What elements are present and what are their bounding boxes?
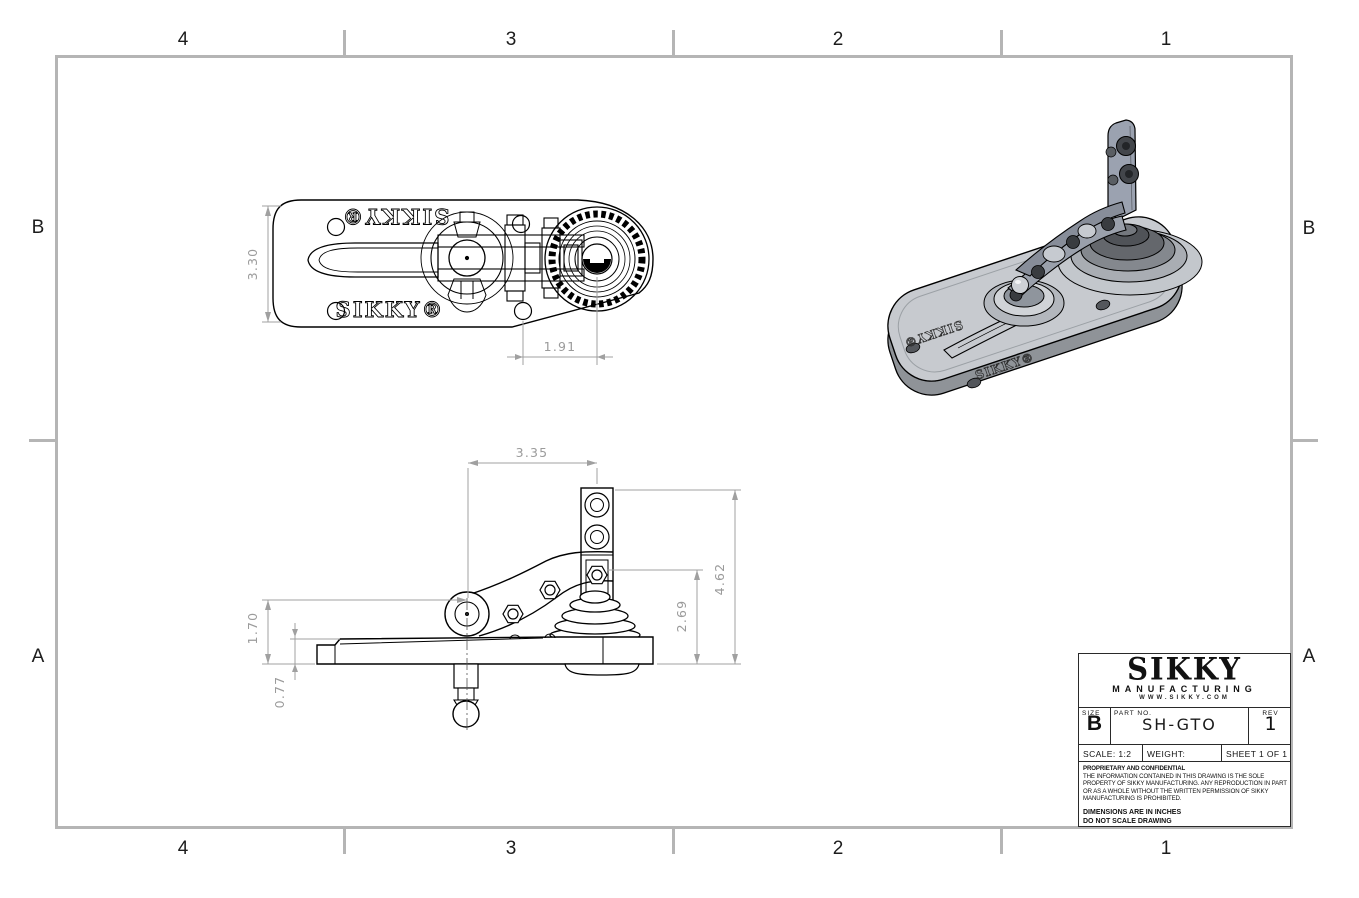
zone-tick — [343, 828, 346, 854]
scale-cell: SCALE: 1:2 — [1079, 745, 1142, 761]
dim-text-plate-thickness: 0.77 — [272, 676, 287, 709]
logo-website: WWW.SIKKY.COM — [1139, 695, 1230, 701]
sheet-cell: SHEET 1 OF 1 — [1221, 745, 1292, 761]
size-cell: SIZE B — [1079, 708, 1110, 744]
dim-text-bolt-height: 2.69 — [674, 600, 689, 633]
dimension-3-30 — [262, 205, 281, 323]
top-nub — [453, 211, 481, 238]
dim-text-overall-height: 4.62 — [712, 563, 727, 596]
dimension-0-77 — [290, 623, 340, 680]
dimension-1-70 — [262, 597, 467, 665]
fork-arm — [307, 242, 439, 278]
part-no-label: PART NO. — [1114, 710, 1152, 717]
base-plate-outline — [272, 199, 654, 328]
size-value: B — [1086, 712, 1103, 735]
linkage-rail — [437, 268, 585, 282]
scale-note: DO NOT SCALE DRAWING — [1083, 817, 1172, 825]
zone-label-top: 2 — [832, 29, 844, 50]
weight-text: WEIGHT: — [1147, 749, 1186, 759]
zone-tick — [343, 30, 346, 56]
rev-value: 1 — [1264, 713, 1277, 735]
title-block: SIKKY MANUFACTURING WWW.SIKKY.COM SIZE B… — [1078, 653, 1291, 827]
dimension-2-69 — [607, 569, 703, 664]
zone-tick — [1000, 828, 1003, 854]
dim-text-plate-width: 3.30 — [245, 248, 260, 281]
zone-tick — [1000, 30, 1003, 56]
logo-subtitle: MANUFACTURING — [1112, 684, 1257, 694]
iso-handle-bracket — [1105, 119, 1139, 220]
plate-engraving-top: SIKKY® — [341, 204, 450, 229]
zone-label-left: B — [31, 217, 45, 238]
zone-label-right: A — [1302, 646, 1316, 667]
zone-label-top: 3 — [505, 29, 517, 50]
iso-nut — [1101, 217, 1115, 231]
proprietary-line: PROPRIETARY AND CONFIDENTIAL — [1083, 765, 1186, 772]
mounting-holes — [326, 214, 533, 321]
title-block-logo: SIKKY MANUFACTURING WWW.SIKKY.COM — [1079, 651, 1290, 707]
hex-bolts — [502, 565, 608, 624]
top-view-part — [272, 199, 654, 328]
zone-label-bottom: 1 — [1160, 838, 1172, 859]
proprietary-line: PROPERTY OF SIKKY MANUFACTURING. ANY REP… — [1083, 780, 1287, 788]
engraved-text-ring — [548, 210, 646, 308]
proprietary-line: MANUFACTURING IS PROHIBITED. — [1083, 795, 1182, 803]
plate-engraving-bottom: SIKKY® — [336, 297, 445, 322]
scale-text: SCALE: 1:2 — [1083, 749, 1132, 759]
size-label: SIZE — [1082, 710, 1101, 717]
zone-label-bottom: 2 — [832, 838, 844, 859]
zone-label-right: B — [1302, 218, 1316, 239]
proprietary-line: THE INFORMATION CONTAINED IN THIS DRAWIN… — [1083, 772, 1265, 780]
ball-stud — [452, 663, 480, 728]
sheet-border — [55, 55, 1293, 829]
zone-label-left: A — [31, 646, 45, 667]
proprietary-line: OR AS A WHOLE WITHOUT THE WRITTEN PERMIS… — [1083, 787, 1269, 795]
rev-label: REV — [1262, 710, 1279, 717]
proprietary-block: PROPRIETARY AND CONFIDENTIAL THE INFORMA… — [1079, 761, 1290, 826]
part-no-cell: PART NO. SH-GTO — [1110, 708, 1248, 744]
bellows-boot — [549, 590, 641, 643]
iso-pivot-ball — [1011, 276, 1029, 294]
zone-tick — [672, 30, 675, 56]
part-no-value: SH-GTO — [1142, 715, 1217, 734]
weight-cell: WEIGHT: — [1142, 745, 1221, 761]
isometric-view-drawing: SIKKY® SIKKY® — [887, 119, 1203, 396]
rev-cell: REV 1 — [1248, 708, 1292, 744]
units-note: DIMENSIONS ARE IN INCHES — [1083, 808, 1182, 816]
top-view-drawing: SIKKY® SIKKY® 3.30 1.91 — [245, 199, 654, 365]
bottom-fork — [447, 278, 487, 313]
base-plate-profile — [316, 633, 654, 676]
side-view-drawing: 3.35 1.70 0.77 2.69 4.62 — [245, 448, 741, 732]
dim-text-pivot-height: 1.70 — [245, 612, 260, 645]
bottom-flange — [564, 663, 640, 676]
iso-nut — [1066, 235, 1080, 249]
logo-name: SIKKY — [1127, 651, 1242, 687]
dim-text-hole-to-center: 1.91 — [544, 339, 577, 354]
clevis-blocks — [504, 214, 583, 302]
zone-label-top: 4 — [177, 29, 189, 50]
dimension-1-91 — [507, 277, 613, 365]
dimension-4-62 — [615, 489, 741, 665]
iso-linkage-arms — [1007, 201, 1127, 302]
zone-tick — [672, 828, 675, 854]
iso-boot-dome — [1057, 223, 1203, 296]
zone-label-bottom: 4 — [177, 838, 189, 859]
zone-tick — [1292, 439, 1318, 442]
sheet-text: SHEET 1 OF 1 — [1226, 749, 1288, 759]
zone-label-top: 1 — [1160, 29, 1172, 50]
dimension-3-35 — [467, 460, 598, 598]
pivot-ball — [448, 239, 486, 277]
zone-tick — [29, 439, 55, 442]
zone-label-bottom: 3 — [505, 838, 517, 859]
dim-text-arm-offset: 3.35 — [516, 448, 549, 460]
iso-nut — [1031, 265, 1045, 279]
